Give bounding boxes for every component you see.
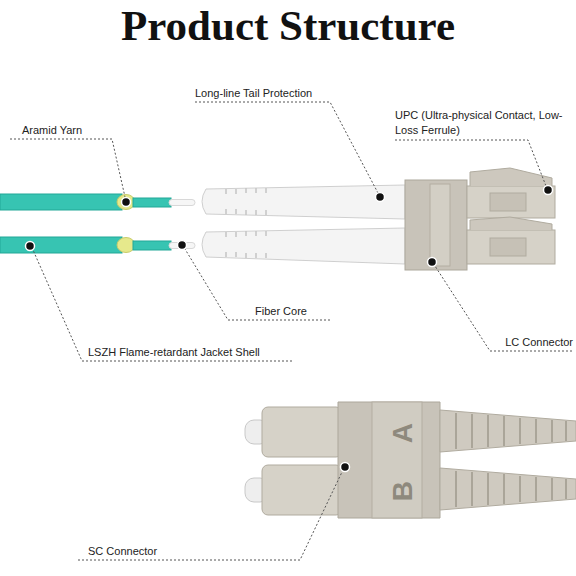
embossed-letter: B [384,476,422,506]
leader-line [195,102,378,193]
rib [245,231,247,236]
sc-boot [440,410,576,452]
rib [471,414,473,448]
lc-window [490,193,526,211]
fiber-core [169,200,195,206]
leader-line [33,250,292,361]
lc-boots [202,185,405,264]
leader-dot [341,463,350,472]
rib [225,232,227,237]
boot-ribs [226,188,266,258]
lc-plug [467,186,555,218]
rib [503,474,505,504]
rib [471,472,473,506]
inner-jacket [133,198,171,207]
sc-body [338,402,440,518]
part-label: LSZH Flame-retardant Jacket Shell [88,345,260,360]
rib [235,232,237,237]
rib [255,188,257,193]
rib [265,253,267,258]
rib [235,189,237,194]
leader-dots [26,186,553,472]
aramid-yarn [117,195,135,210]
rib [245,210,247,215]
leader-dot [376,193,385,202]
part-label: SC Connector [88,544,157,559]
embossed-letter: A [384,418,422,448]
rib [225,209,227,214]
leader-line [435,266,572,351]
rib [255,231,257,236]
leader-line [185,249,330,320]
sc-body-face [372,402,422,518]
leader-dot [428,258,437,267]
rib [255,210,257,215]
rib [265,210,267,215]
rib [265,231,267,236]
sc-boot [440,468,576,510]
lc-latch [470,217,552,230]
rib [551,478,553,500]
inner-jacket [133,241,171,250]
rib [565,421,567,441]
leader-dot [122,198,131,207]
rib [225,252,227,257]
jacket [0,194,122,210]
rib [487,473,489,505]
rib [455,471,457,507]
body-face [430,184,450,266]
tail-boot [202,185,405,219]
sc-plug [262,465,342,515]
upper-cable [0,194,195,210]
rib [519,476,521,502]
leader-dot [544,186,553,195]
lc-body [405,180,467,270]
part-label: Fiber Core [255,304,307,319]
sc-boot-ribs [456,413,566,507]
lc-window [490,238,526,256]
sc-plug [262,407,342,457]
rib [565,479,567,499]
lc-plug [467,230,555,264]
rib [265,188,267,193]
part-label: Long-line Tail Protection [195,86,312,101]
leader-dot [26,242,35,251]
leader-line [10,139,125,197]
rib [519,418,521,444]
rib [255,253,257,258]
lower-cable [0,237,195,253]
leader-line [395,140,546,186]
rib [487,415,489,447]
rib [455,413,457,449]
part-label: Aramid Yarn [22,123,82,138]
rib [245,188,247,193]
title: Product Structure [0,0,576,52]
rib [503,416,505,446]
aramid-yarn [117,238,135,253]
part-label: UPC (Ultra-physical Contact, Low-Loss Fe… [395,108,573,138]
tail-boot [202,228,405,264]
part-label: LC Connector [505,335,573,350]
rib [235,252,237,257]
jacket [0,237,122,253]
leader-dot [178,241,187,250]
sc-connector [245,402,576,518]
rib [245,253,247,258]
rib [535,477,537,501]
leader-line [78,472,342,560]
rib [235,209,237,214]
rib [535,419,537,443]
rib [225,189,227,194]
leader-lines [10,102,572,560]
rib [551,420,553,442]
lc-connector [405,168,555,270]
